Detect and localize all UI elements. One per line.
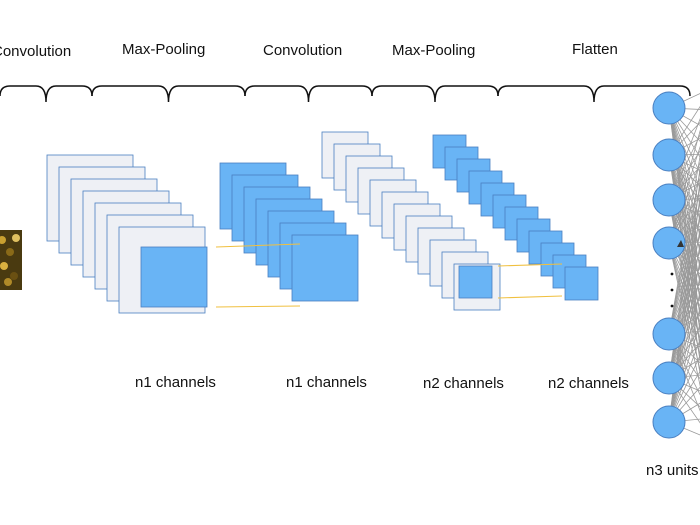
feature-map <box>564 266 599 301</box>
units-label: n3 units <box>646 462 699 479</box>
neuron <box>652 317 686 351</box>
ellipsis-dot <box>670 272 674 276</box>
neuron-column <box>652 91 686 439</box>
dense-edge <box>668 129 700 244</box>
stage-brace <box>0 85 93 103</box>
dense-edge <box>668 134 700 201</box>
neuron <box>652 183 686 217</box>
stage-label-max-pooling-2: Max-Pooling <box>392 42 476 59</box>
neuron <box>652 405 686 439</box>
input-image-texture <box>4 278 12 286</box>
input-image-texture <box>0 262 8 270</box>
stage-label-convolution-2: Convolution <box>263 42 343 59</box>
stack-pool2 <box>432 134 599 301</box>
input-image <box>0 230 22 290</box>
layer-label-pool2: n2 channels <box>548 375 629 392</box>
layer-label-conv1: n1 channels <box>135 374 216 391</box>
dense-edge <box>668 338 700 423</box>
dense-edge <box>668 107 700 190</box>
dense-edge <box>668 107 700 222</box>
layer-label-pool1: n1 channels <box>286 374 367 391</box>
dense-edge <box>668 145 700 244</box>
stage-brace <box>497 85 691 103</box>
input-image-texture <box>10 272 18 280</box>
ellipsis-dot <box>670 288 674 292</box>
dense-edge <box>668 354 700 423</box>
dense-edge <box>668 170 700 335</box>
dense-edge <box>668 107 700 206</box>
layer-label-conv2: n2 channels <box>423 375 504 392</box>
stack-conv1 <box>46 154 208 314</box>
dense-edge <box>668 107 700 239</box>
receptive-field-link <box>215 305 301 308</box>
dense-edge <box>668 154 700 335</box>
dense-edge <box>668 107 700 174</box>
receptive-field-link <box>497 263 563 267</box>
receptive-field-link <box>497 295 563 299</box>
input-image-texture <box>6 248 14 256</box>
dense-edge <box>668 118 700 201</box>
stage-brace <box>244 85 373 103</box>
stack-pool1 <box>219 162 359 302</box>
neuron <box>652 226 686 260</box>
stage-label-max-pooling-1: Max-Pooling <box>122 41 206 58</box>
dense-edge <box>668 306 700 423</box>
receptive-field-links <box>215 243 563 308</box>
stage-label-flatten: Flatten <box>572 41 618 58</box>
dense-edge <box>668 322 700 423</box>
dense-edge <box>668 161 700 244</box>
receptive-field <box>458 265 493 299</box>
receptive-field-link <box>215 243 301 248</box>
cursor-marker <box>677 240 684 247</box>
neuron <box>652 91 686 125</box>
neuron <box>652 138 686 172</box>
receptive-field <box>140 246 208 308</box>
stack-conv2 <box>321 131 501 311</box>
input-image-texture <box>0 236 6 244</box>
stage-label-convolution-1: Convolution <box>0 43 72 60</box>
ellipsis-dot <box>670 304 674 308</box>
feature-map <box>291 234 359 302</box>
input-image-texture <box>12 234 20 242</box>
stage-brace <box>371 85 499 103</box>
stage-braces <box>0 85 691 103</box>
neuron <box>652 361 686 395</box>
stage-brace <box>91 85 246 103</box>
